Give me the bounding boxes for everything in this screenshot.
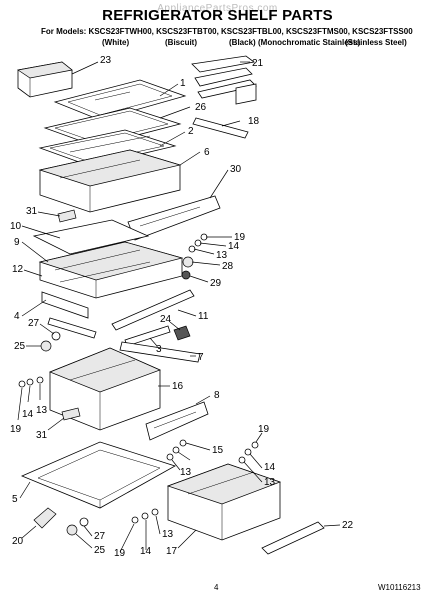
part-2-shelf-frame <box>38 129 177 167</box>
callout-20: 20 <box>12 536 24 547</box>
callout-13: 13 <box>180 467 192 478</box>
callout-23: 23 <box>100 55 112 66</box>
part-20-cap <box>33 507 57 529</box>
callout-27: 27 <box>28 318 40 329</box>
callout-30: 30 <box>230 164 242 175</box>
color-white: (White) <box>102 38 130 47</box>
callout-14: 14 <box>264 462 276 473</box>
part-8-drawer-front <box>145 401 209 441</box>
callout-31: 31 <box>36 430 48 441</box>
part-18-rail <box>192 117 249 139</box>
part-23-bin <box>17 61 73 98</box>
part-24-bracket <box>173 325 191 341</box>
part-5-bottom-shelf <box>20 441 176 509</box>
watermark: AppliancePartsPros.com <box>157 3 278 14</box>
part-27-25-fastener-upper <box>40 331 61 352</box>
part-17-bottom-drawer <box>166 463 282 541</box>
callout-1: 1 <box>180 78 186 89</box>
color-black: (Black) <box>229 38 256 47</box>
leader-lines <box>17 61 341 553</box>
color-monochromatic: (Monochromatic Stainless) <box>258 38 361 47</box>
models-line: For Models: KSCS23FTWH00, KSCS23FTBT00, … <box>41 27 413 36</box>
callout-14: 14 <box>22 409 34 420</box>
part-4-side-rail <box>41 291 97 339</box>
callout-4: 4 <box>14 311 20 322</box>
part-21-slide-rail <box>191 55 257 105</box>
callout-13: 13 <box>162 529 174 540</box>
fasteners-right-middle <box>166 439 187 461</box>
callout-16: 16 <box>172 381 184 392</box>
part-31-clip-lower <box>61 407 81 421</box>
callout-2: 2 <box>188 126 194 137</box>
callout-6: 6 <box>204 147 210 158</box>
callout-19: 19 <box>234 232 246 243</box>
callout-19: 19 <box>114 548 126 559</box>
callout-8: 8 <box>214 390 220 401</box>
callout-15: 15 <box>212 445 224 456</box>
callout-7: 7 <box>198 352 204 363</box>
color-stainless: (Stainless Steel) <box>345 38 407 47</box>
part-22-handle <box>261 521 325 555</box>
page-number: 4 <box>214 583 219 592</box>
callout-21: 21 <box>252 58 264 69</box>
part-1-glass-shelf <box>53 79 187 121</box>
fasteners-far-right <box>238 441 259 464</box>
part-10-glass-cover <box>32 219 150 255</box>
part-6-crisper-drawer <box>38 149 182 213</box>
color-biscuit: (Biscuit) <box>165 38 197 47</box>
callout-29: 29 <box>210 278 222 289</box>
callout-18: 18 <box>248 116 260 127</box>
callout-11: 11 <box>198 311 209 322</box>
callout-labels: 23 21 1 26 18 2 6 30 31 10 9 19 14 13 28… <box>10 55 354 559</box>
callout-13: 13 <box>36 405 48 416</box>
callout-24: 24 <box>160 314 172 325</box>
callout-22: 22 <box>342 520 354 531</box>
document-number: W10116213 <box>378 583 421 592</box>
callout-28: 28 <box>222 261 234 272</box>
part-31-clip-upper <box>57 209 77 223</box>
callout-25: 25 <box>94 545 106 556</box>
fasteners-lower-middle <box>131 508 159 524</box>
callout-3: 3 <box>156 344 162 355</box>
part-9-cover-frame <box>38 241 184 299</box>
callout-10: 10 <box>10 221 22 232</box>
callout-14: 14 <box>228 241 240 252</box>
callout-17: 17 <box>166 546 178 557</box>
callout-12: 12 <box>12 264 24 275</box>
page-title: REFRIGERATOR SHELF PARTS <box>102 7 333 24</box>
callout-26: 26 <box>195 102 207 113</box>
part-11-rod <box>111 289 195 331</box>
callout-13: 13 <box>216 250 228 261</box>
callout-14: 14 <box>140 546 152 557</box>
part-3-small-rail <box>124 325 171 347</box>
callout-19: 19 <box>258 424 270 435</box>
callout-27: 27 <box>94 531 106 542</box>
callout-25: 25 <box>14 341 26 352</box>
part-27-25-fastener-lower <box>66 517 89 536</box>
callout-9: 9 <box>14 237 20 248</box>
callout-5: 5 <box>12 494 18 505</box>
callout-31: 31 <box>26 206 38 217</box>
part-7-drawer-slide <box>119 341 201 363</box>
callout-13: 13 <box>264 477 276 488</box>
fasteners-left-lower <box>18 376 44 388</box>
callout-19: 19 <box>10 424 22 435</box>
fasteners-right-upper <box>181 233 208 280</box>
